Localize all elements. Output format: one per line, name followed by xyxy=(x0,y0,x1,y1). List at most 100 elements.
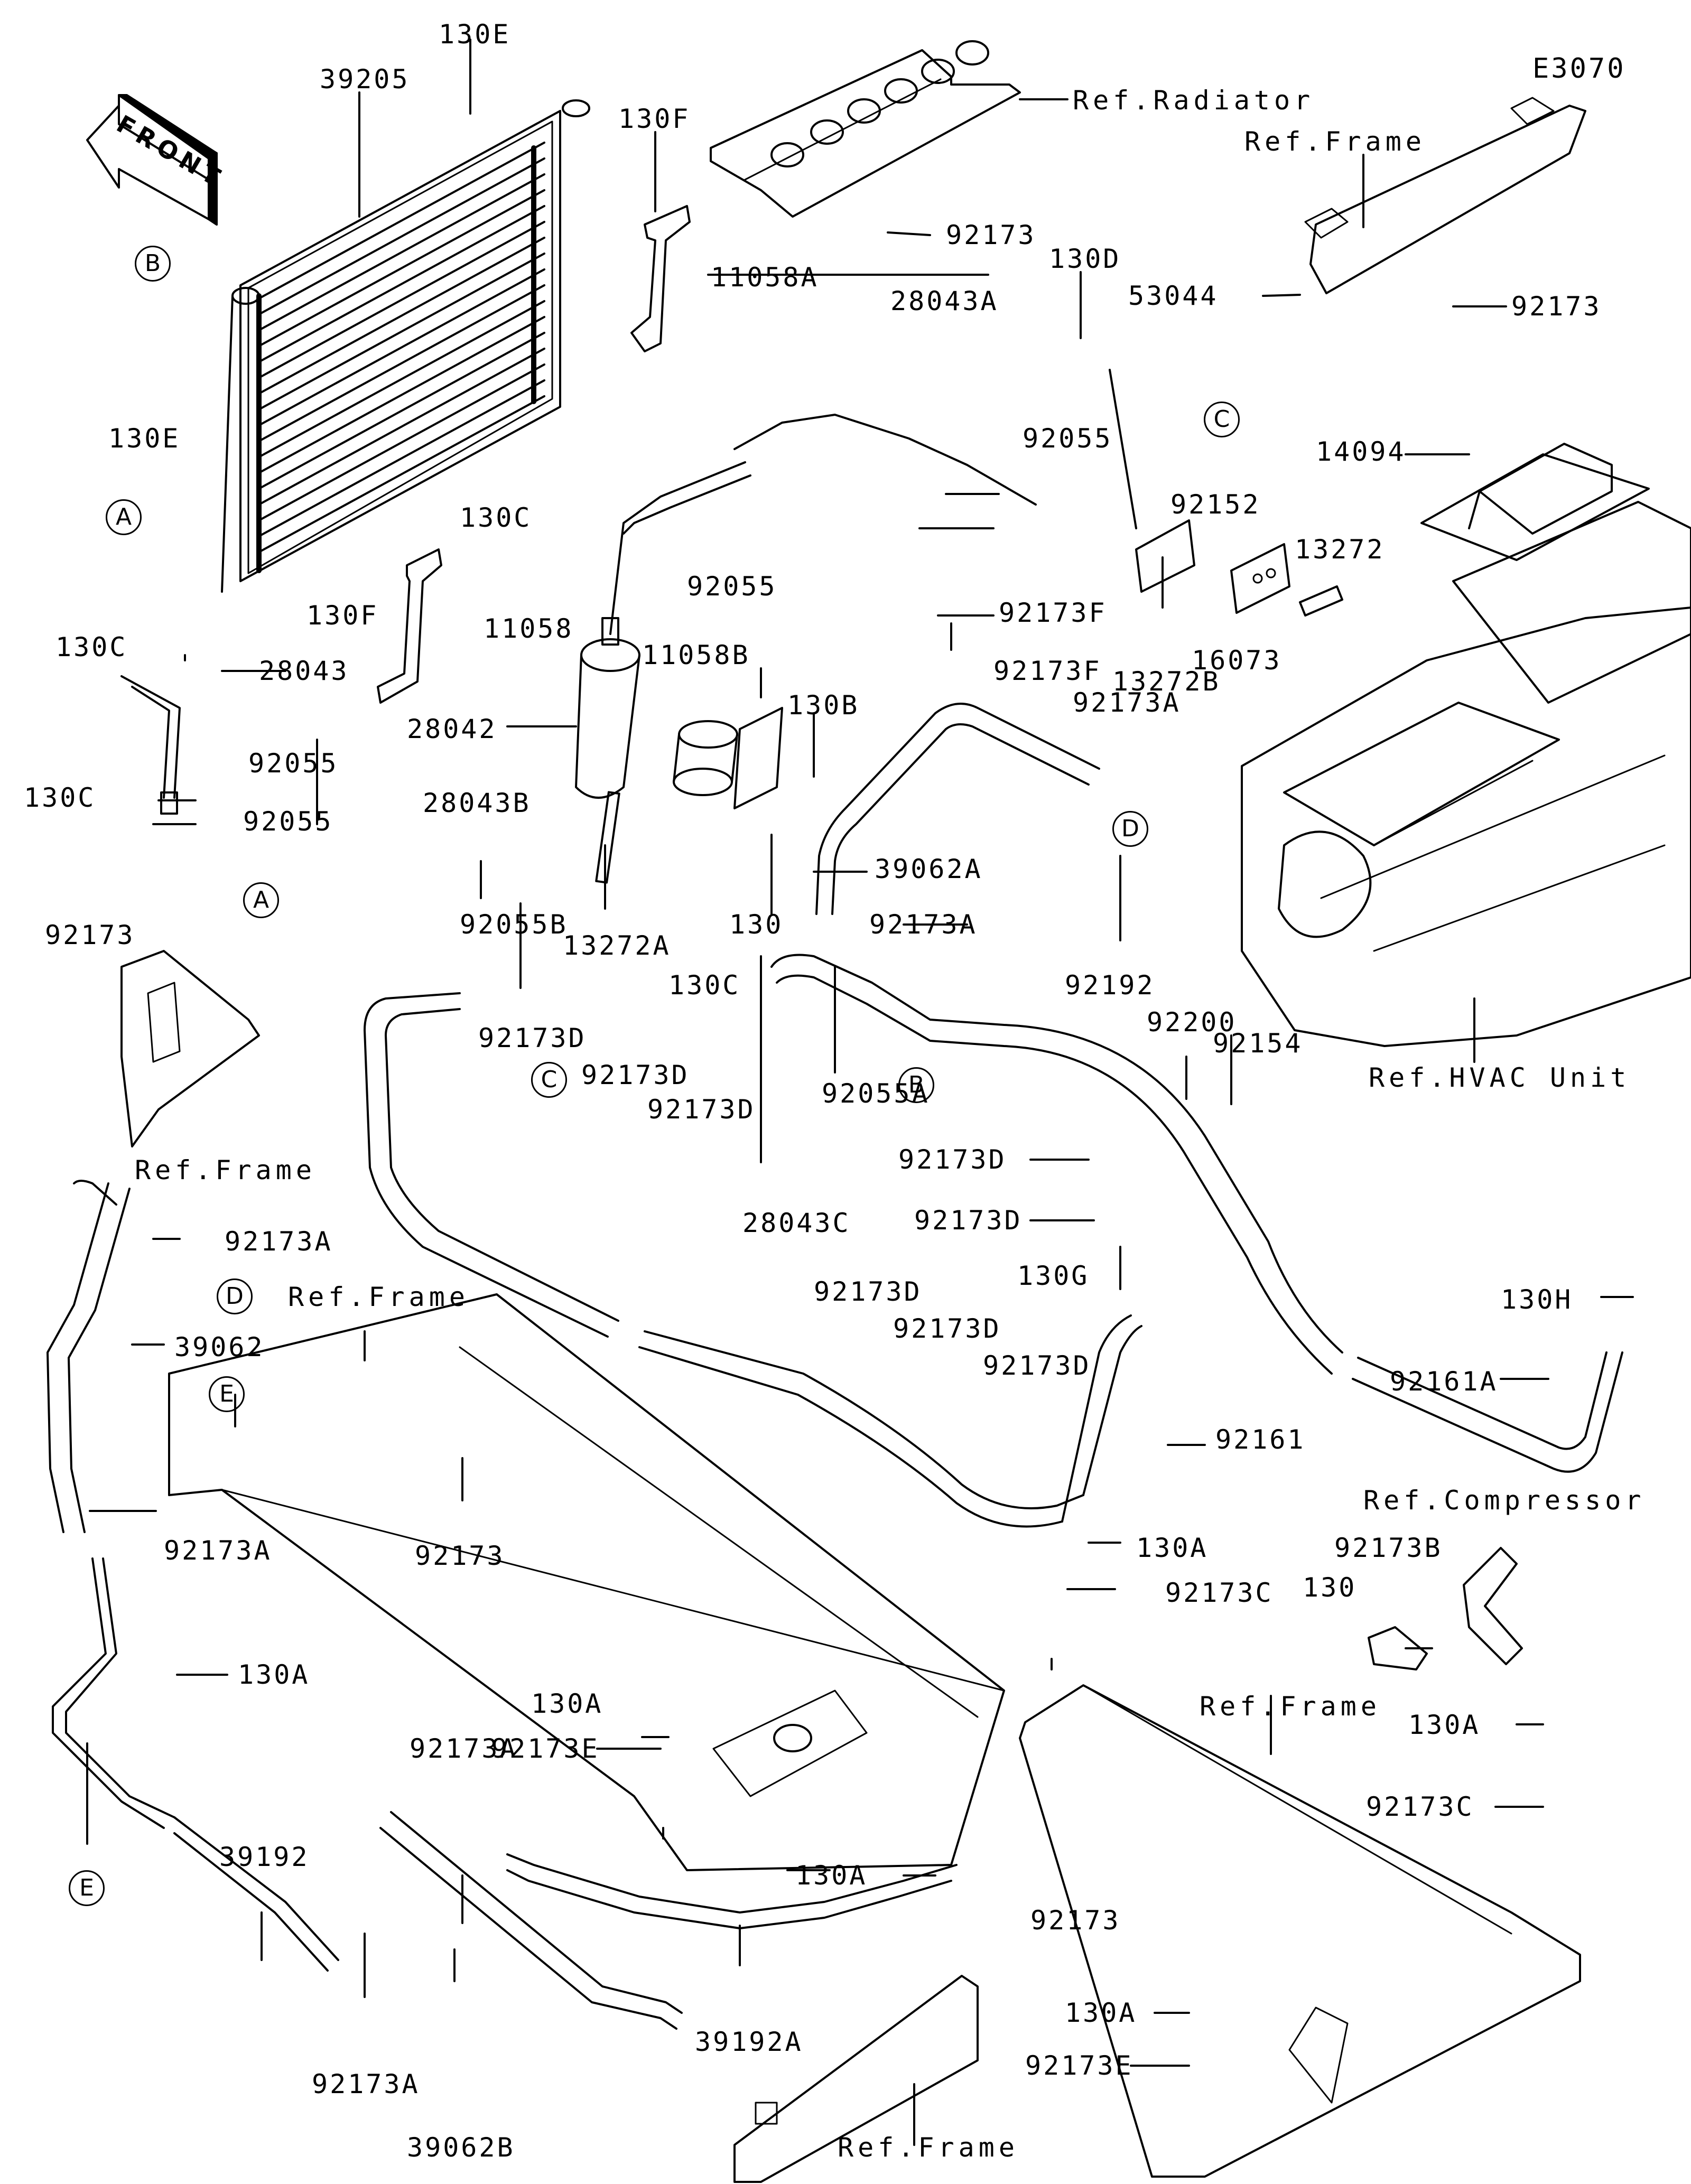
part-label-11058A[interactable]: 11058A xyxy=(711,262,819,293)
callout-e-frame[interactable]: E xyxy=(209,1376,245,1412)
part-label-92173A-hvac[interactable]: 92173A xyxy=(1073,687,1181,718)
part-label-92173D-2[interactable]: 92173D xyxy=(581,1060,690,1090)
part-label-13272B[interactable]: 13272B xyxy=(1112,666,1221,697)
part-label-92173A-pipe[interactable]: 92173A xyxy=(164,1535,272,1566)
part-label-92055A[interactable]: 92055A xyxy=(822,1078,930,1109)
part-label-130B[interactable]: 130B xyxy=(787,690,860,721)
part-label-130A-right[interactable]: 130A xyxy=(1136,1533,1209,1563)
part-label-92055-mid[interactable]: 92055 xyxy=(687,571,777,602)
callout-a-line[interactable]: A xyxy=(243,882,279,918)
callout-c-hose[interactable]: C xyxy=(531,1062,567,1098)
callout-a-condenser[interactable]: A xyxy=(106,499,142,535)
part-label-92055-a[interactable]: 92055 xyxy=(248,748,339,779)
part-label-130H[interactable]: 130H xyxy=(1501,1284,1573,1315)
callout-b-hose[interactable]: B xyxy=(898,1067,934,1103)
part-label-130A-bottom[interactable]: 130A xyxy=(795,1860,868,1891)
part-label-92173B[interactable]: 92173B xyxy=(1334,1533,1443,1563)
part-label-92055-b[interactable]: 92055 xyxy=(243,806,333,837)
part-label-13272A[interactable]: 13272A xyxy=(563,930,671,961)
part-label-28043[interactable]: 28043 xyxy=(259,656,349,686)
part-label-11058B[interactable]: 11058B xyxy=(642,640,750,670)
part-label-28043B[interactable]: 28043B xyxy=(423,788,531,818)
part-label-92173A-lower[interactable]: 92173A xyxy=(410,1733,518,1764)
part-label-130F-top[interactable]: 130F xyxy=(618,104,691,134)
part-label-92173D-3[interactable]: 92173D xyxy=(647,1094,756,1125)
part-label-92173-right-frame[interactable]: 92173 xyxy=(1030,1905,1121,1936)
part-label-92173F-1[interactable]: 92173F xyxy=(999,598,1107,628)
part-label-130C-top[interactable]: 130C xyxy=(460,502,532,533)
ref-radiator-label[interactable]: Ref.Radiator xyxy=(1073,85,1315,116)
part-label-92055B[interactable]: 92055B xyxy=(460,909,568,940)
part-label-130-compressor[interactable]: 130 xyxy=(1303,1572,1357,1603)
part-label-92173A-left[interactable]: 92173A xyxy=(225,1226,333,1257)
callout-b-condenser[interactable]: B xyxy=(135,246,171,282)
callout-d-hvac[interactable]: D xyxy=(1112,811,1148,847)
part-label-130C-bolt[interactable]: 130C xyxy=(24,782,96,813)
part-label-92173A-bracket[interactable]: 92173A xyxy=(869,909,978,940)
part-label-92173C-2[interactable]: 92173C xyxy=(1366,1791,1474,1822)
ref-frame-label-bottom[interactable]: Ref.Frame xyxy=(838,2132,1019,2163)
part-label-28042[interactable]: 28042 xyxy=(407,714,497,744)
part-label-130C-hose[interactable]: 130C xyxy=(668,970,741,1001)
part-label-130E-top[interactable]: 130E xyxy=(439,19,511,50)
part-label-92173-frame-center[interactable]: 92173 xyxy=(415,1541,505,1571)
bracket-11058 xyxy=(377,548,442,704)
part-label-130-bracket[interactable]: 130 xyxy=(729,909,784,940)
part-label-39062B[interactable]: 39062B xyxy=(407,2132,515,2163)
part-label-130A-pipe[interactable]: 130A xyxy=(238,1659,310,1690)
frame-center xyxy=(168,1293,1005,1871)
callout-e-pipe[interactable]: E xyxy=(69,1870,105,1906)
part-label-92161[interactable]: 92161 xyxy=(1215,1424,1306,1455)
part-label-92154[interactable]: 92154 xyxy=(1213,1028,1303,1059)
ref-frame-label-left[interactable]: Ref.Frame xyxy=(135,1155,316,1186)
callout-c-top[interactable]: C xyxy=(1204,402,1240,437)
part-label-130A-center[interactable]: 130A xyxy=(531,1688,603,1719)
callout-d-left[interactable]: D xyxy=(217,1278,253,1314)
part-label-16073[interactable]: 16073 xyxy=(1192,645,1282,676)
part-label-92173-radiator[interactable]: 92173 xyxy=(946,220,1036,250)
part-label-92173D-5[interactable]: 92173D xyxy=(914,1205,1023,1236)
ref-hvac-unit-label[interactable]: Ref.HVAC Unit xyxy=(1369,1062,1631,1093)
part-label-14094[interactable]: 14094 xyxy=(1316,436,1406,467)
part-label-53044[interactable]: 53044 xyxy=(1128,281,1219,311)
part-label-130E-left[interactable]: 130E xyxy=(108,423,181,454)
part-label-92173D-7[interactable]: 92173D xyxy=(893,1313,1001,1344)
part-label-13272[interactable]: 13272 xyxy=(1295,534,1385,565)
part-label-39062A[interactable]: 39062A xyxy=(875,854,983,884)
ref-frame-label-right[interactable]: Ref.Frame xyxy=(1200,1691,1381,1722)
part-label-92173D-8[interactable]: 92173D xyxy=(983,1350,1091,1381)
part-label-92192[interactable]: 92192 xyxy=(1065,970,1155,1001)
ref-frame-label-center[interactable]: Ref.Frame xyxy=(288,1282,469,1312)
part-label-92173D-4[interactable]: 92173D xyxy=(898,1144,1007,1175)
part-label-92055-top[interactable]: 92055 xyxy=(1023,423,1113,454)
part-label-130F-bottom[interactable]: 130F xyxy=(306,600,379,631)
ref-frame-label-top[interactable]: Ref.Frame xyxy=(1244,126,1426,157)
part-label-28043A[interactable]: 28043A xyxy=(890,286,999,316)
part-label-11058[interactable]: 11058 xyxy=(484,613,574,644)
part-label-92173E-right[interactable]: 92173E xyxy=(1025,2050,1133,2081)
part-label-130C-left[interactable]: 130C xyxy=(55,632,128,662)
part-label-92173C-1[interactable]: 92173C xyxy=(1165,1578,1274,1608)
part-label-92173D-6[interactable]: 92173D xyxy=(814,1276,922,1307)
bracket-11058A xyxy=(630,205,691,352)
part-label-130D[interactable]: 130D xyxy=(1049,244,1121,274)
part-label-39062[interactable]: 39062 xyxy=(174,1332,265,1362)
part-label-92173F-2[interactable]: 92173F xyxy=(993,656,1102,686)
part-label-92173-left[interactable]: 92173 xyxy=(45,920,135,950)
part-label-92173D-1[interactable]: 92173D xyxy=(478,1023,587,1053)
part-label-39205[interactable]: 39205 xyxy=(320,64,410,95)
part-label-92152[interactable]: 92152 xyxy=(1170,489,1261,520)
part-label-130G[interactable]: 130G xyxy=(1017,1261,1090,1291)
part-label-39192A[interactable]: 39192A xyxy=(695,2027,803,2057)
part-label-130A-lower-right[interactable]: 130A xyxy=(1065,1998,1137,2028)
part-label-92173-frame[interactable]: 92173 xyxy=(1511,291,1602,322)
part-label-130A-far-right[interactable]: 130A xyxy=(1408,1710,1481,1740)
part-label-92200[interactable]: 92200 xyxy=(1147,1007,1237,1038)
part-label-92161A[interactable]: 92161A xyxy=(1390,1366,1498,1397)
hvac-unit xyxy=(1241,501,1691,1047)
part-label-39192[interactable]: 39192 xyxy=(219,1842,310,1872)
part-label-92173E-center[interactable]: 92173E xyxy=(491,1733,600,1764)
part-label-92173A-bottom[interactable]: 92173A xyxy=(312,2069,420,2099)
part-label-28043C[interactable]: 28043C xyxy=(742,1208,851,1238)
ref-compressor-label[interactable]: Ref.Compressor xyxy=(1363,1485,1646,1516)
